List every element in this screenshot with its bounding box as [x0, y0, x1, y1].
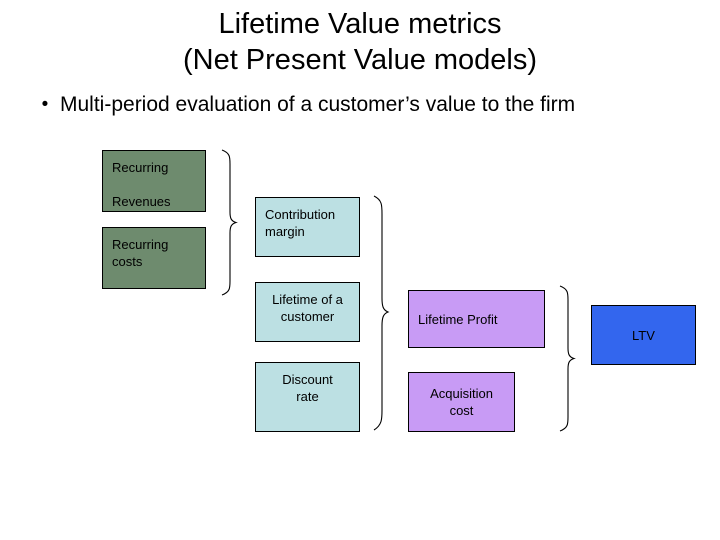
node-contribution-margin[interactable]: Contribution margin — [255, 197, 360, 257]
brace-group-2 — [373, 195, 390, 431]
node-acquisition-cost[interactable]: Acquisition cost — [408, 372, 515, 432]
brace-group-1 — [221, 149, 238, 296]
node-ltv[interactable]: LTV — [591, 305, 696, 365]
page-title: Lifetime Value metrics (Net Present Valu… — [182, 8, 538, 76]
node-lifetime-profit[interactable]: Lifetime Profit — [408, 290, 545, 348]
node-discount-rate[interactable]: Discount rate — [255, 362, 360, 432]
brace-group-3 — [559, 285, 576, 432]
node-recurring-revenues[interactable]: Recurring Revenues — [102, 150, 206, 212]
bullet-list-item: • Multi-period evaluation of a customer’… — [30, 92, 700, 118]
node-recurring-costs[interactable]: Recurring costs — [102, 227, 206, 289]
node-lifetime-of-customer[interactable]: Lifetime of a customer — [255, 282, 360, 342]
bullet-item-label: Multi-period evaluation of a customer’s … — [60, 93, 576, 116]
bullet-point-icon: • — [41, 94, 49, 115]
